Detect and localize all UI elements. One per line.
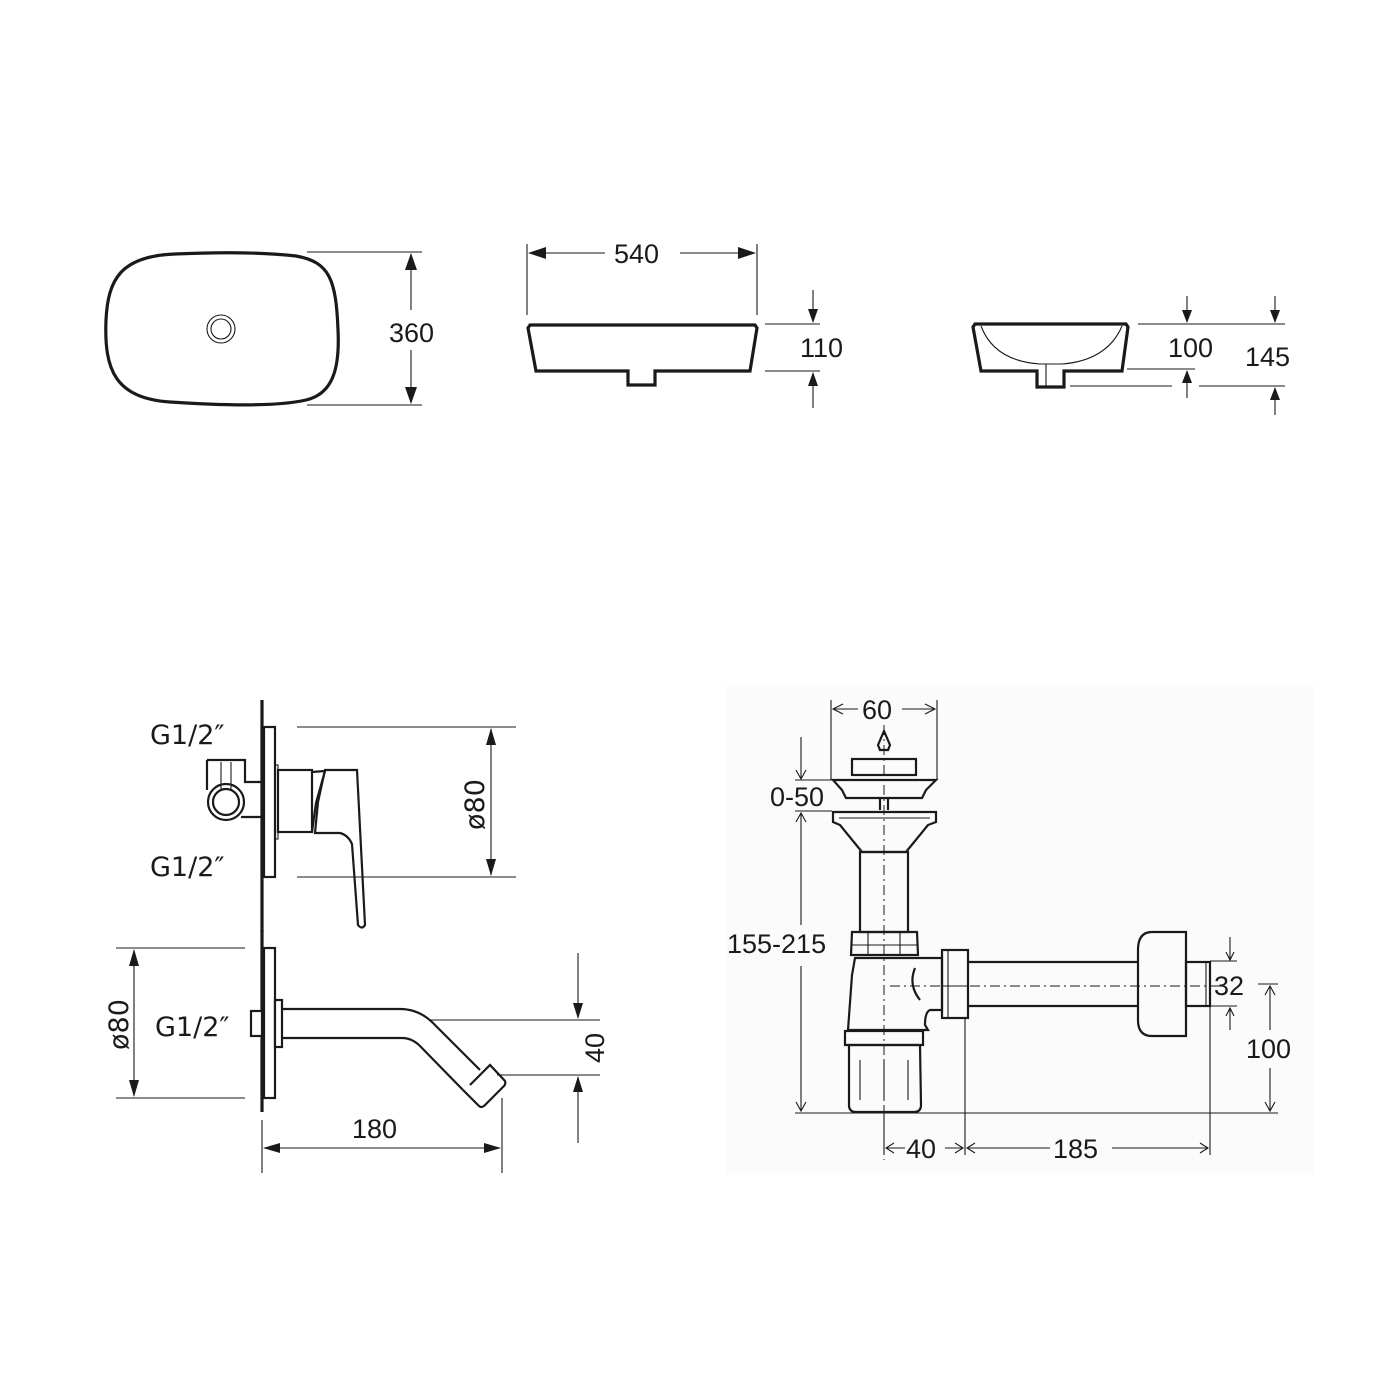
arrow-right-icon [924,703,937,715]
basin-inner-curve [980,325,1123,365]
arrow-up-icon [129,949,139,966]
lever-handle [313,768,367,929]
arrow-up-icon [573,1076,583,1092]
bottle-trap-drawing: 60 0-50 155-215 40 185 32 [725,685,1315,1175]
cartridge-body [276,768,314,834]
plug-cap [850,757,918,777]
mixer-valve-drawing: G1/2″ G1/2″ ø80 [150,700,516,932]
outlet-length-dimension: 185 [1053,1134,1098,1164]
tube-nut [849,930,920,957]
dim-text-mask [458,760,490,832]
arrow-right-icon [1199,1142,1210,1154]
arrow-down-icon [1182,310,1192,323]
adjustment-range-dimension: 0-50 [770,782,824,812]
arrow-up-icon [808,372,818,386]
spout-inlet [249,1009,264,1038]
basin-width-dimension: 540 [614,239,659,269]
arrow-up-icon [795,811,807,823]
spout-top-edge [282,1007,481,1071]
arrow-right-icon [738,247,756,259]
spout-collar [273,998,284,1049]
inlet-fitting [207,758,264,819]
inlet-top-thread-label: G1/2″ [150,720,224,751]
body-offset-dimension: 40 [906,1134,936,1164]
arrow-left-icon [528,247,546,259]
arrow-down-icon [1264,1101,1276,1113]
drain-hole-outer [206,314,236,344]
spout-aerator [462,1063,507,1109]
basin-inner-depth-dimension: 100 [1168,333,1213,363]
arrow-left-icon [831,703,844,715]
arrow-up-icon [1225,1006,1235,1017]
inlet-port-outer [206,782,246,822]
arrow-down-icon [795,1101,807,1113]
arrow-down-icon [405,387,417,404]
outlet-nut [940,948,970,1020]
arrow-left-icon [263,1143,280,1153]
wall-rosette [1136,930,1188,1038]
arrow-down-icon [1225,951,1235,962]
basin-side-view: 100 145 [971,296,1290,415]
basin-front-outline [526,323,759,387]
arrow-down-icon [486,859,496,876]
arrow-up-icon [405,253,417,270]
spout-inlet-thread-label: G1/2″ [155,1012,229,1043]
basin-height-dimension: 360 [389,318,434,348]
inlet-bottom-thread-label: G1/2″ [150,852,224,883]
inlet-port-inner [211,787,241,817]
spout-bottom-edge [282,1036,464,1091]
arrow-down-icon [808,309,818,323]
arrow-down-icon [129,1080,139,1097]
basin-outline [104,251,340,407]
spout-plate-diameter-label: ø80 [104,999,135,1050]
plug-knob [876,728,892,752]
waste-flange [830,778,939,800]
spout-drop-dimension: 40 [580,1033,610,1063]
basin-depth-dimension: 110 [800,333,843,363]
arrow-right-icon [954,1142,965,1154]
arrow-up-icon [1270,387,1280,400]
arrow-left-icon [965,1142,976,1154]
arrow-up-icon [486,728,496,745]
trap-body-curve [911,967,921,1001]
valve-plate-diameter-label: ø80 [460,779,491,830]
arrow-down-icon [573,1003,583,1019]
basin-top-view: 360 [104,251,434,407]
arrow-up-icon [1182,370,1192,383]
arrow-left-icon [884,1142,895,1154]
trap-bottle-cup [847,1043,923,1114]
drain-hole-inner [210,318,232,340]
outlet-diameter-dimension: 32 [1214,971,1244,1001]
trap-panel-background [725,685,1315,1175]
wall-spout-drawing: G1/2″ ø80 180 40 [104,930,610,1173]
arrow-right-icon [484,1143,501,1153]
outlet-spigot [1184,960,1212,1008]
arrow-down-icon [1270,310,1280,323]
cover-plate [262,725,277,879]
spout-projection-dimension: 180 [352,1114,397,1144]
outlet-height-dimension: 100 [1246,1034,1291,1064]
basin-side-outline [971,322,1130,389]
arrow-up-icon [1264,984,1276,996]
waste-diameter-dimension: 60 [862,695,892,725]
basin-total-height-dimension: 145 [1245,342,1290,372]
arrow-down-icon [795,769,807,781]
spout-cover-plate [262,946,277,1100]
basin-front-view: 540 110 [526,239,843,408]
trap-height-range-dimension: 155-215 [727,929,826,959]
